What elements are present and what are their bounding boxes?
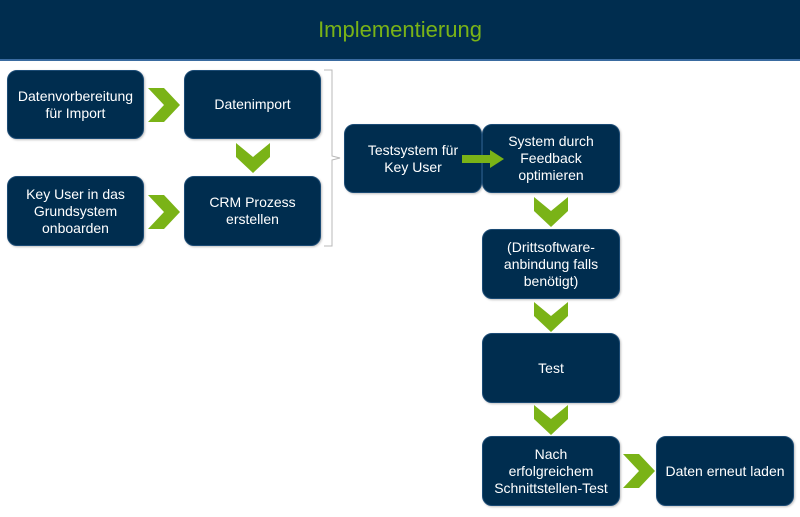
- group-brace: [324, 69, 341, 247]
- chevron-right-icon: [148, 88, 180, 122]
- chevron-down-icon: [534, 302, 568, 332]
- chevron-down-icon: [236, 143, 270, 173]
- step-datenvorbereitung: Datenvorbereitung für Import: [7, 70, 144, 139]
- step-key-user-onboarden: Key User in das Grundsystem onboarden: [7, 176, 144, 246]
- chevron-down-icon: [534, 197, 568, 227]
- chevron-right-icon: [623, 454, 655, 488]
- step-test: Test: [482, 333, 620, 403]
- step-daten-erneut-laden: Daten erneut laden: [656, 436, 794, 506]
- page-title: Implementierung: [318, 16, 482, 42]
- step-testsystem: Testsystem für Key User: [344, 124, 482, 193]
- header-bar: Implementierung: [0, 0, 800, 61]
- chevron-right-icon: [148, 195, 180, 229]
- step-nach-schnittstellen-test: Nach erfolgreichem Schnittstellen-Test: [482, 436, 620, 506]
- chevron-down-icon: [534, 405, 568, 435]
- step-system-optimieren: System durch Feedback optimieren: [482, 124, 620, 193]
- step-crm-prozess: CRM Prozess erstellen: [184, 176, 321, 246]
- step-drittsoftware: (Drittsoftware- anbindung falls benötigt…: [482, 229, 620, 299]
- arrow-right-icon: [462, 150, 504, 168]
- step-datenimport: Datenimport: [184, 70, 321, 139]
